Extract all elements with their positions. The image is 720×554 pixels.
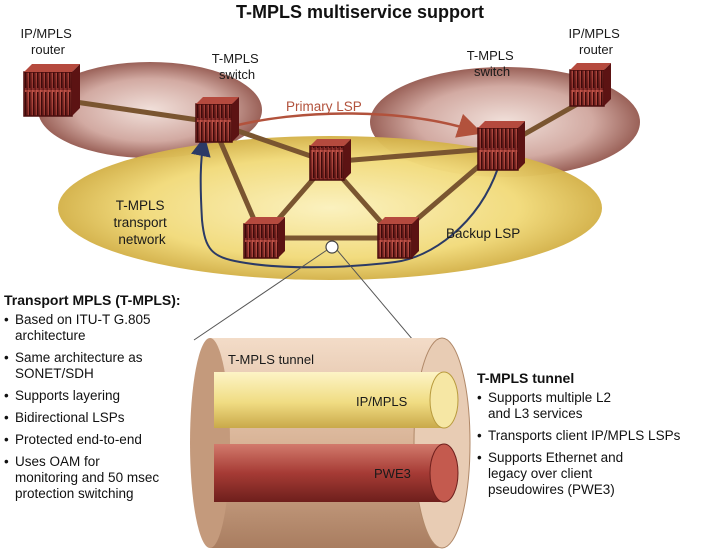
ip-mpls-pipe <box>214 371 459 429</box>
backup-lsp-label: Backup LSP <box>446 226 520 241</box>
zoom-point <box>325 240 339 254</box>
ip-mpls-router-left <box>23 64 80 117</box>
t-mpls-node-bottom-left <box>243 217 285 259</box>
t-mpls-tunnel-heading: T-MPLS tunnel <box>477 370 575 386</box>
t-mpls-switch-right-label: T-MPLS switch <box>467 48 518 79</box>
t-mpls-tunnel <box>190 337 471 549</box>
backup-lsp-path <box>191 136 499 269</box>
tunnel-label: T-MPLS tunnel <box>228 352 314 367</box>
transport-network-label: T-MPLS transport network <box>113 198 170 247</box>
t-mpls-node-bottom-right <box>377 217 419 259</box>
t-mpls-node-center <box>309 139 351 181</box>
primary-lsp-label: Primary LSP <box>286 99 362 114</box>
t-mpls-switch-left <box>195 97 239 143</box>
bullet-protected: Protected end-to-end <box>4 432 209 448</box>
t-mpls-switch-right <box>477 121 525 171</box>
zoom-line-left <box>193 249 328 341</box>
ip-mpls-router-right <box>569 63 611 107</box>
bullet-bidirectional: Bidirectional LSPs <box>4 410 209 426</box>
bullet-layering: Supports layering <box>4 388 209 404</box>
ip-mpls-pipe-label: IP/MPLS <box>356 394 408 409</box>
t-mpls-switch-left-label: T-MPLS switch <box>212 51 263 82</box>
transport-network-cloud <box>58 136 602 280</box>
pwe3-pipe-label: PWE3 <box>374 466 411 481</box>
bullet-client-lsps: Transports client IP/MPLS LSPs <box>477 428 717 444</box>
transport-mpls-heading: Transport MPLS (T-MPLS): <box>4 292 181 308</box>
ip-router-left-label: IP/MPLS router <box>21 26 76 57</box>
transport-mpls-panel: Transport MPLS (T-MPLS): Based on ITU-T … <box>4 292 209 508</box>
diagram-title: T-MPLS multiservice support <box>236 2 484 22</box>
ip-router-right-label: IP/MPLS router <box>569 26 624 57</box>
primary-lsp-path <box>225 112 483 138</box>
pwe3-pipe <box>214 443 459 503</box>
